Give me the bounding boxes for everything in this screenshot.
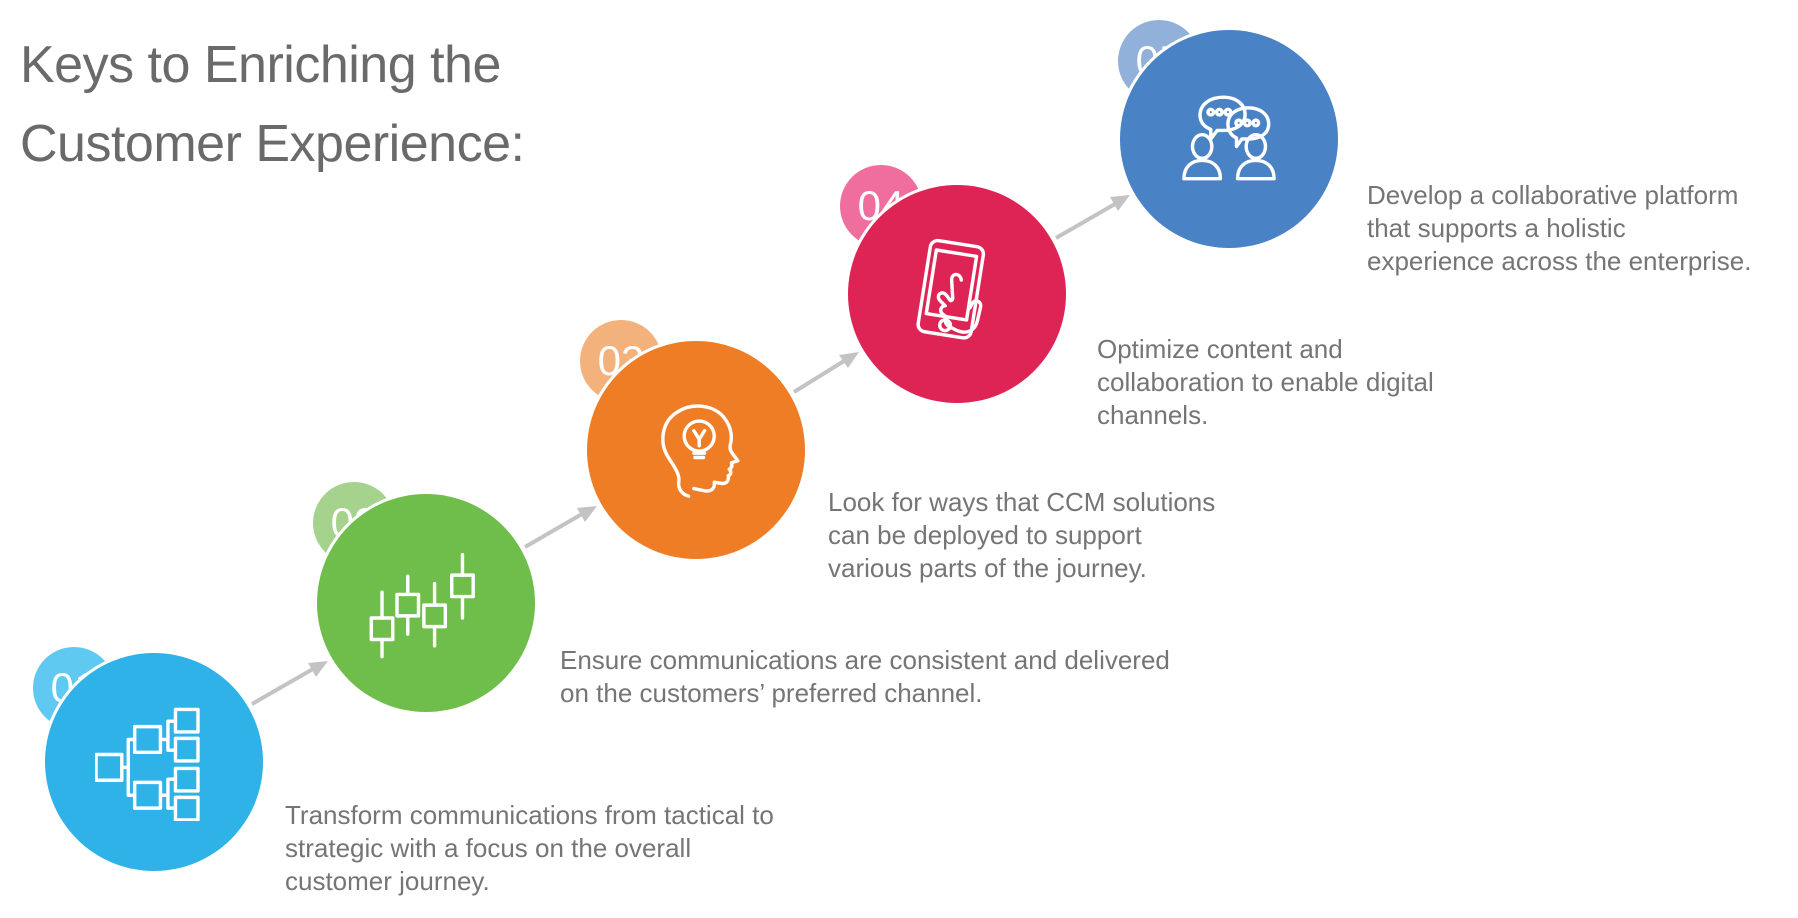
step-01-description: Transform communications from tactical t… bbox=[285, 799, 774, 898]
step-05-description-line: Develop a collaborative platform bbox=[1367, 180, 1739, 210]
step-04-description-line: Optimize content and bbox=[1097, 334, 1343, 364]
idea-head-icon bbox=[637, 391, 755, 509]
step-03-description: Look for ways that CCM solutions can be … bbox=[828, 486, 1215, 585]
step-04-description: Optimize content and collaboration to en… bbox=[1097, 333, 1434, 432]
step-03-description-line: can be deployed to support bbox=[828, 520, 1142, 550]
step-04-circle bbox=[848, 185, 1066, 403]
page-title-line-1: Keys to Enriching the bbox=[20, 36, 501, 94]
step-03-description-line: various parts of the journey. bbox=[828, 553, 1147, 583]
step-04-description-line: collaboration to enable digital bbox=[1097, 367, 1434, 397]
page-title: Keys to Enriching the Customer Experienc… bbox=[20, 26, 525, 184]
page-title-line-2: Customer Experience: bbox=[20, 115, 525, 173]
tablet-touch-icon bbox=[898, 235, 1016, 353]
hierarchy-icon bbox=[95, 703, 213, 821]
step-05-description-line: experience across the enterprise. bbox=[1367, 246, 1752, 276]
step-04-description-line: channels. bbox=[1097, 400, 1209, 430]
step-02-description-line: on the customers’ preferred channel. bbox=[560, 678, 983, 708]
arrow-step3-to-step4 bbox=[792, 352, 859, 394]
arrow-step2-to-step3 bbox=[523, 506, 597, 549]
step-01-description-line: customer journey. bbox=[285, 866, 490, 896]
step-05-description-line: that supports a holistic bbox=[1367, 213, 1626, 243]
sliders-icon bbox=[367, 544, 485, 662]
arrow-step4-to-step5 bbox=[1055, 195, 1130, 240]
step-02-description-line: Ensure communications are consistent and… bbox=[560, 645, 1170, 675]
step-02-circle bbox=[317, 494, 535, 712]
step-01-circle bbox=[45, 653, 263, 871]
step-05-description: Develop a collaborative platform that su… bbox=[1367, 179, 1751, 278]
step-03-description-line: Look for ways that CCM solutions bbox=[828, 487, 1216, 517]
conversation-icon bbox=[1170, 80, 1288, 198]
step-03-circle bbox=[587, 341, 805, 559]
arrow-step1-to-step2 bbox=[251, 661, 328, 706]
step-01-description-line: Transform communications from tactical t… bbox=[285, 800, 774, 830]
step-05-circle bbox=[1120, 30, 1338, 248]
step-02-description: Ensure communications are consistent and… bbox=[560, 644, 1170, 710]
step-01-description-line: strategic with a focus on the overall bbox=[285, 833, 692, 863]
